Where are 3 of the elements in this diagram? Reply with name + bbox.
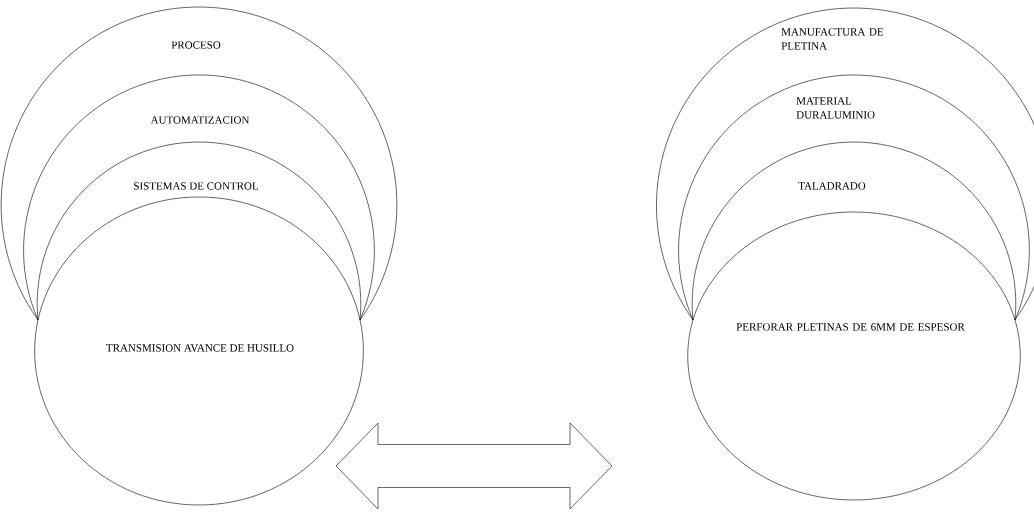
arc-segment: SISTEMAS DE CONTROL: [37, 141, 362, 321]
arc-segment: TALADRADO: [691, 141, 1017, 321]
double-arrow: [335, 422, 613, 510]
